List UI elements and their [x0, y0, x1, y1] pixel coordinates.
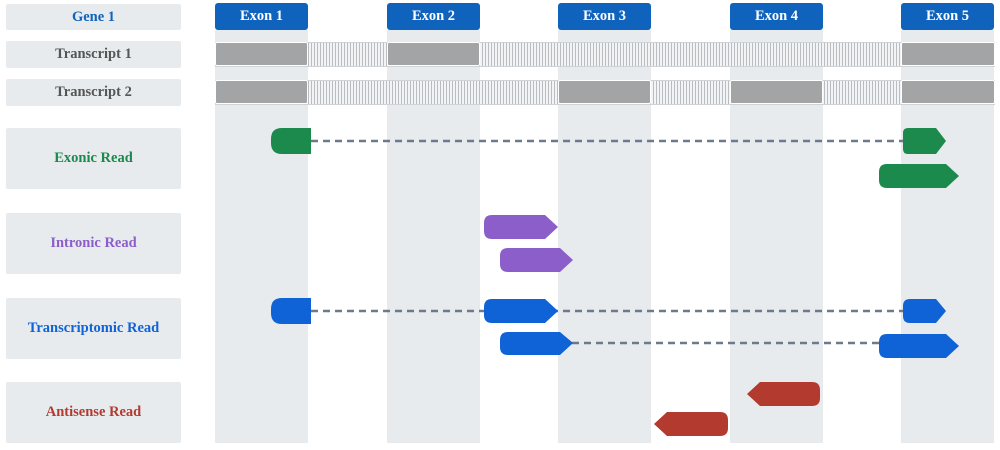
antisense-read-2: [654, 412, 728, 436]
antisense-read-label: Antisense Read: [6, 382, 181, 443]
splice-connectors: [311, 139, 903, 345]
antisense-read-1: [747, 382, 820, 406]
transcript-1-track: [215, 42, 995, 67]
transcriptomic-read-1-right-segment: [903, 299, 946, 323]
intronic-read-1: [484, 215, 558, 239]
exon-4-header: Exon 4: [730, 3, 823, 30]
transcript-2-exon-4: [730, 80, 823, 104]
transcript-2-label: Transcript 2: [6, 79, 181, 106]
transcriptomic-read-1-left-segment: [271, 298, 311, 324]
transcript-1-exon-5: [901, 42, 995, 66]
transcript-1-label: Transcript 1: [6, 41, 181, 68]
transcriptomic-read-3-left-segment: [500, 332, 573, 355]
exon-2-header: Exon 2: [387, 3, 480, 30]
exonic-read-label: Exonic Read: [6, 128, 181, 189]
intronic-read-label: Intronic Read: [6, 213, 181, 274]
exon-1-header: Exon 1: [215, 3, 308, 30]
transcript-1-exon-2: [387, 42, 480, 66]
exon-3-header: Exon 3: [558, 3, 651, 30]
exonic-read-2: [879, 164, 959, 188]
transcript-2-exon-3: [558, 80, 651, 104]
transcript-1-exon-1: [215, 42, 308, 66]
exon-5-header: Exon 5: [901, 3, 994, 30]
transcriptomic-read-2: [484, 299, 558, 323]
transcript-2-exon-5: [901, 80, 995, 104]
gene-label: Gene 1: [6, 4, 181, 30]
intronic-read-2: [500, 248, 573, 272]
transcript-2-exon-1: [215, 80, 308, 104]
transcriptomic-read-3-right-segment: [879, 334, 959, 358]
exonic-read-1-left-segment: [271, 128, 311, 154]
exonic-read-1-right-segment: [903, 128, 946, 154]
transcriptomic-read-label: Transcriptomic Read: [6, 298, 181, 359]
